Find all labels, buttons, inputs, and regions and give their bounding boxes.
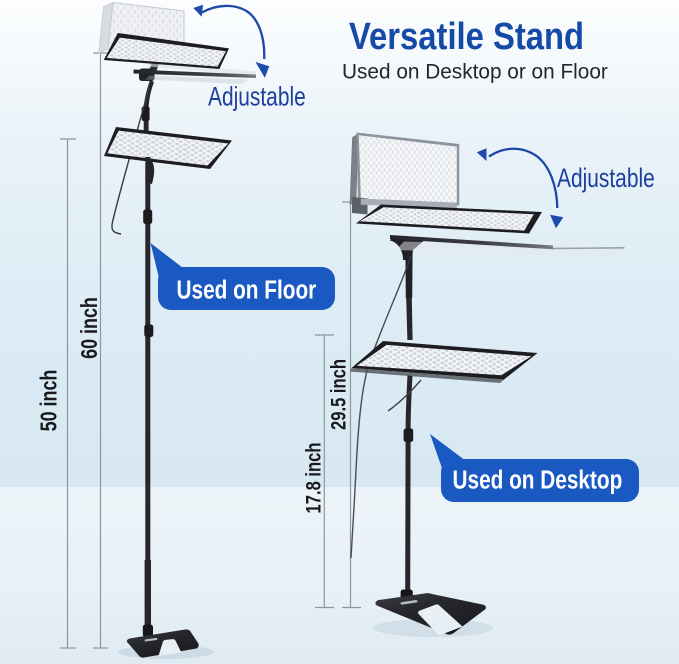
svg-text:Used on Floor: Used on Floor (177, 275, 317, 304)
svg-text:Adjustable: Adjustable (208, 82, 306, 112)
svg-text:17.8 inch: 17.8 inch (303, 443, 326, 514)
svg-text:Used on Desktop or on Floor: Used on Desktop or on Floor (342, 60, 608, 83)
svg-text:Versatile Stand: Versatile Stand (349, 15, 584, 58)
svg-text:50 inch: 50 inch (36, 370, 62, 432)
svg-text:60 inch: 60 inch (77, 297, 103, 359)
svg-text:Used on Desktop: Used on Desktop (453, 465, 623, 494)
svg-text:29.5 inch: 29.5 inch (328, 359, 351, 430)
svg-text:Adjustable: Adjustable (557, 164, 655, 194)
